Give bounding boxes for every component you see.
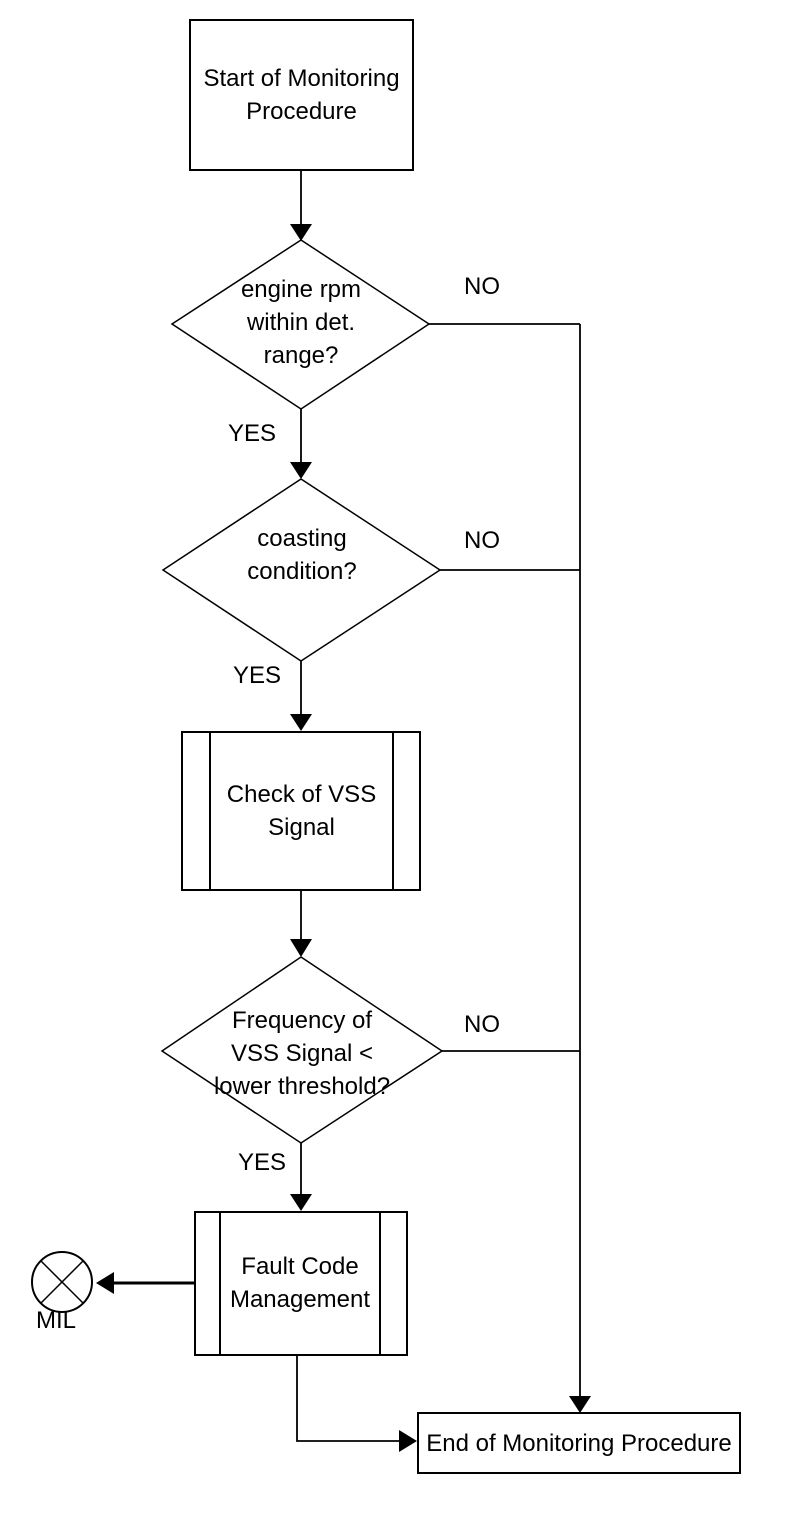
start-node-shape bbox=[189, 19, 414, 171]
arrowhead-fault-code-to-mil bbox=[96, 1272, 114, 1294]
end-node-shape bbox=[417, 1412, 741, 1474]
coasting-decision-label: coasting condition? bbox=[192, 521, 412, 589]
line-fault-code-to-end bbox=[296, 1355, 400, 1442]
arrowhead-rpm-to-coasting bbox=[290, 462, 312, 479]
mil-lamp-icon bbox=[31, 1251, 93, 1313]
fault-code-label-line1: Fault Code bbox=[241, 1253, 359, 1280]
arrowhead-coasting-to-check-vss bbox=[290, 714, 312, 731]
mil-lamp-cross-line-2 bbox=[40, 1260, 84, 1304]
coasting-decision-no-label: NO bbox=[464, 527, 500, 554]
rpm-decision-label-line3: range? bbox=[263, 342, 339, 369]
arrowhead-frequency-to-fault-code bbox=[290, 1194, 312, 1211]
end-node-label: End of Monitoring Procedure bbox=[426, 1429, 732, 1457]
rpm-decision-label-line1: engine rpm bbox=[240, 276, 362, 303]
check-vss-node-label: Check of VSS Signal bbox=[210, 778, 393, 844]
rpm-decision-yes-label: YES bbox=[228, 420, 277, 447]
frequency-decision-label-line2: VSS Signal < bbox=[230, 1040, 374, 1067]
fault-code-node-shape bbox=[194, 1211, 408, 1356]
arrowhead-fault-code-to-end bbox=[399, 1430, 417, 1452]
rpm-decision-label-line2: within det. bbox=[246, 309, 356, 336]
arrowhead-no-rail-to-end bbox=[569, 1396, 591, 1413]
frequency-decision-no-label: NO bbox=[464, 1011, 500, 1038]
start-node-label: Start of Monitoring Procedure bbox=[190, 20, 413, 170]
frequency-decision-label: Frequency of VSS Signal < lower threshol… bbox=[182, 1004, 422, 1103]
coasting-decision-yes-label: YES bbox=[233, 662, 282, 689]
fault-code-outer-rect bbox=[194, 1211, 408, 1356]
coasting-decision-label-line2: condition? bbox=[247, 558, 357, 585]
rpm-decision-label: engine rpm within det. range? bbox=[192, 273, 410, 372]
fault-code-node-label: Fault Code Management bbox=[220, 1250, 380, 1316]
frequency-decision-yes-label: YES bbox=[238, 1149, 287, 1176]
arrowhead-check-vss-to-frequency bbox=[290, 939, 312, 957]
frequency-decision-label-line1: Frequency of bbox=[231, 1007, 373, 1034]
frequency-decision-label-line3: lower threshold? bbox=[213, 1073, 391, 1100]
check-vss-label-line1: Check of VSS bbox=[226, 781, 377, 808]
check-vss-label-line2: Signal bbox=[268, 814, 335, 841]
start-node-label-line1: Start of Monitoring bbox=[203, 65, 400, 92]
fault-code-label-line2: Management bbox=[229, 1286, 371, 1313]
coasting-decision-label-line1: coasting bbox=[257, 525, 347, 552]
mil-label: MIL bbox=[36, 1307, 77, 1334]
rpm-decision-no-label: NO bbox=[464, 273, 500, 300]
arrowhead-start-to-rpm bbox=[290, 224, 312, 241]
start-node-label-line2: Procedure bbox=[246, 98, 357, 125]
